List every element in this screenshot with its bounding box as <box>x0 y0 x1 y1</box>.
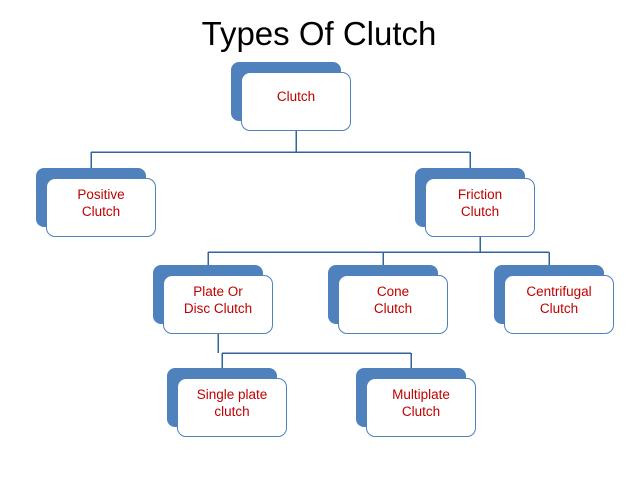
node-inner: Plate Or Disc Clutch <box>153 265 273 334</box>
node-label: Clutch <box>276 89 316 104</box>
node-card <box>46 178 156 237</box>
node-card <box>177 378 287 437</box>
node-label: Plate Or Disc Clutch <box>183 283 253 316</box>
node-label: Positive Clutch <box>77 186 125 219</box>
node-inner: Single plate clutch <box>167 368 287 437</box>
node-card <box>504 275 614 334</box>
node-label: Friction Clutch <box>457 186 503 219</box>
node-inner: Clutch <box>231 62 351 131</box>
node-card <box>366 378 476 437</box>
node-label: Centrifugal Clutch <box>526 283 592 316</box>
node-inner: Friction Clutch <box>415 168 535 237</box>
node-card <box>425 178 535 237</box>
page-title: Types Of Clutch <box>201 15 437 52</box>
node-card <box>338 275 448 334</box>
node-label: Multiplate Clutch <box>392 386 450 419</box>
node-card <box>241 72 351 131</box>
node-inner: Cone Clutch <box>328 265 448 334</box>
node-inner: Centrifugal Clutch <box>494 265 614 334</box>
node-label: Cone Clutch <box>373 283 413 316</box>
node-card <box>163 275 273 334</box>
node-inner: Positive Clutch <box>36 168 156 237</box>
node-inner: Multiplate Clutch <box>356 368 476 437</box>
node-label: Single plate clutch <box>196 386 268 419</box>
